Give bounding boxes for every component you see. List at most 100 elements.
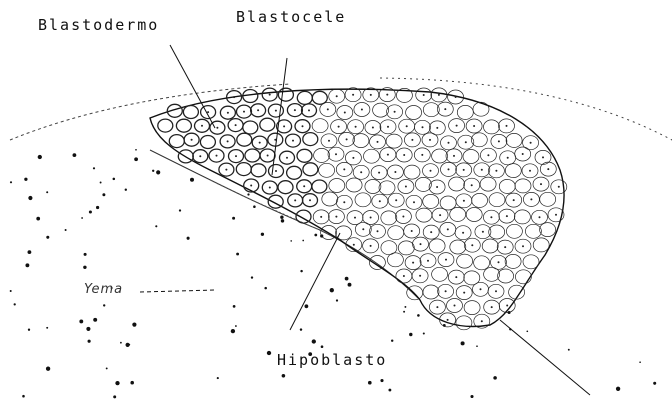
blastomere-cell bbox=[398, 241, 414, 255]
cell-nucleus bbox=[491, 306, 493, 308]
blastomere-cell bbox=[176, 119, 191, 132]
cell-nucleus bbox=[227, 140, 229, 142]
blastomere-cell bbox=[312, 180, 327, 193]
blastomere-cell bbox=[415, 177, 431, 191]
blastomere-cell bbox=[515, 179, 531, 193]
blastomere-cell bbox=[369, 256, 385, 270]
yolk-granule bbox=[233, 305, 236, 308]
cell-nucleus bbox=[471, 244, 473, 246]
cell-nucleus bbox=[243, 111, 245, 113]
yolk-granule bbox=[120, 342, 122, 344]
yolk-granule bbox=[653, 382, 656, 385]
cell-nucleus bbox=[352, 157, 354, 159]
yolk-granule bbox=[84, 253, 87, 256]
label-blastocele: Blastocele bbox=[236, 8, 346, 26]
yolk-granule bbox=[113, 395, 116, 398]
blastomere-cell bbox=[515, 270, 531, 284]
yolk-granule bbox=[300, 270, 302, 272]
blastomere-cell bbox=[353, 134, 369, 148]
blastomere-cell bbox=[406, 106, 422, 120]
yolk-granule bbox=[134, 157, 138, 161]
yolk-granule bbox=[236, 253, 239, 256]
cell-nucleus bbox=[320, 216, 322, 218]
cell-nucleus bbox=[377, 141, 379, 143]
blastomere-cell bbox=[169, 135, 184, 148]
blastomere-cell bbox=[236, 163, 251, 176]
yolk-granule bbox=[89, 210, 92, 213]
cell-nucleus bbox=[259, 142, 261, 144]
label-yema: Yema bbox=[84, 282, 123, 297]
yolk-granule bbox=[25, 263, 29, 267]
cell-nucleus bbox=[498, 140, 500, 142]
yolk-granule bbox=[10, 290, 12, 292]
yolk-granule bbox=[83, 266, 86, 269]
blastomere-cell bbox=[243, 121, 258, 134]
cell-nucleus bbox=[455, 96, 457, 98]
blastomere-cell bbox=[506, 224, 522, 238]
cell-nucleus bbox=[454, 305, 456, 307]
cell-nucleus bbox=[530, 142, 532, 144]
yolk-granule bbox=[391, 339, 393, 341]
blastomere-cell bbox=[373, 103, 389, 117]
cell-nucleus bbox=[507, 157, 509, 159]
blastomere-cell bbox=[355, 193, 371, 207]
cell-nucleus bbox=[453, 155, 455, 157]
cell-nucleus bbox=[269, 94, 271, 96]
blastomere-cell bbox=[457, 105, 473, 119]
cell-nucleus bbox=[555, 214, 557, 216]
yolk-granule bbox=[312, 339, 316, 343]
blastomere-cell bbox=[237, 133, 252, 146]
yolk-granule bbox=[336, 299, 338, 301]
cell-nucleus bbox=[335, 216, 337, 218]
yolk-granule bbox=[231, 329, 235, 333]
cell-nucleus bbox=[370, 245, 372, 247]
cell-nucleus bbox=[269, 187, 271, 189]
cell-nucleus bbox=[379, 200, 381, 202]
blastomere-cell bbox=[440, 196, 456, 210]
cell-nucleus bbox=[309, 199, 311, 201]
cell-nucleus bbox=[403, 275, 405, 277]
yolk-granule bbox=[152, 170, 154, 172]
cell-nucleus bbox=[495, 290, 497, 292]
yolk-granule bbox=[267, 351, 271, 355]
cell-nucleus bbox=[506, 215, 508, 217]
yolk-granule bbox=[253, 205, 256, 208]
blastomere-cell bbox=[498, 269, 514, 283]
yolk-granule bbox=[388, 389, 391, 392]
cell-nucleus bbox=[353, 244, 355, 246]
yolk-granule bbox=[86, 327, 90, 331]
cell-nucleus bbox=[343, 168, 345, 170]
blastomere-cell bbox=[314, 148, 330, 162]
cell-nucleus bbox=[448, 142, 450, 144]
blastomere-cell bbox=[297, 91, 312, 104]
blastomere-cell bbox=[319, 163, 335, 177]
cell-nucleus bbox=[257, 109, 259, 111]
yolk-granule bbox=[103, 304, 105, 306]
cell-nucleus bbox=[201, 125, 203, 127]
cell-nucleus bbox=[420, 243, 422, 245]
blastomere-cell bbox=[450, 240, 466, 254]
cell-nucleus bbox=[490, 216, 492, 218]
blastomere-cell bbox=[506, 133, 522, 147]
yolk-granule bbox=[290, 240, 292, 242]
cell-nucleus bbox=[328, 140, 330, 142]
cell-nucleus bbox=[338, 126, 340, 128]
yolk-granule bbox=[235, 325, 237, 327]
yolk-granule bbox=[28, 196, 32, 200]
yolk-granule bbox=[46, 236, 49, 239]
cell-nucleus bbox=[487, 154, 489, 156]
cell-nucleus bbox=[362, 228, 364, 230]
blastomere-cell bbox=[489, 193, 505, 207]
cell-nucleus bbox=[370, 94, 372, 96]
cell-nucleus bbox=[352, 94, 354, 96]
cell-nucleus bbox=[513, 199, 515, 201]
yolk-granule bbox=[345, 277, 349, 281]
cell-nucleus bbox=[411, 139, 413, 141]
blastomere-cell bbox=[423, 103, 439, 117]
cell-nucleus bbox=[522, 245, 524, 247]
blastomere-cell bbox=[423, 285, 439, 299]
blastomere-cell bbox=[525, 224, 541, 238]
cell-nucleus bbox=[199, 155, 201, 157]
blastomere-cell bbox=[484, 267, 500, 281]
yolk-granule bbox=[135, 149, 137, 151]
